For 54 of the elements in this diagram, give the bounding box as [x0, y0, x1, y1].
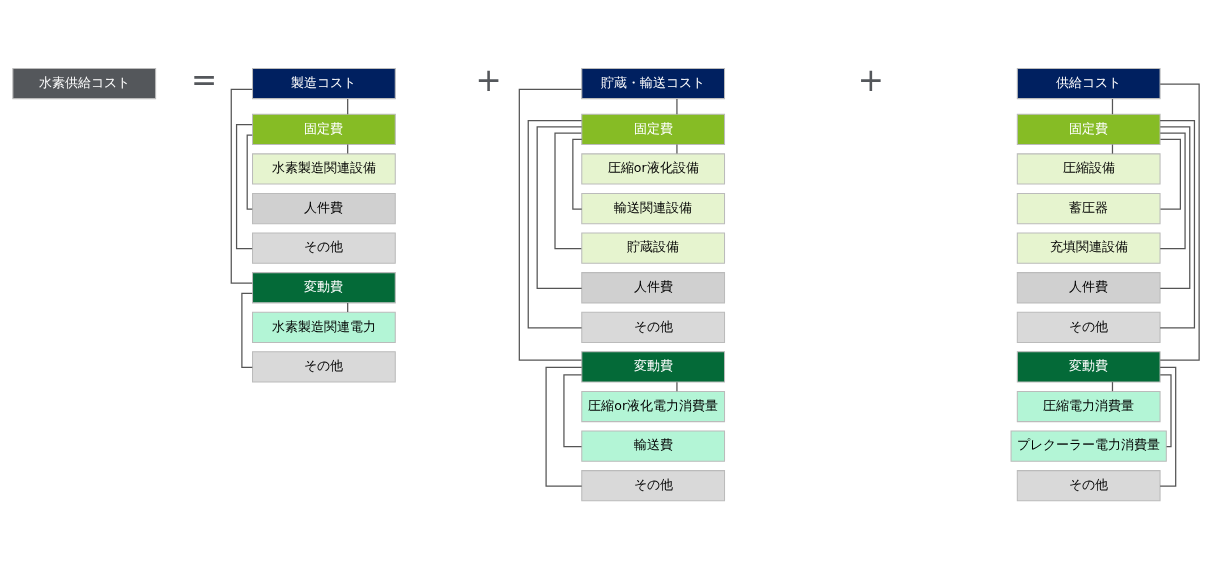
connector: [563, 373, 583, 447]
node-box: 人件費: [581, 271, 726, 303]
connector: [241, 292, 253, 368]
node-box: その他: [581, 469, 726, 501]
node-box: 変動費: [252, 271, 396, 303]
connector: [554, 131, 582, 249]
node-box: 人件費: [252, 192, 396, 224]
connector: [676, 381, 678, 392]
connector: [1159, 125, 1191, 289]
node-box: 圧縮電力消費量: [1016, 390, 1161, 422]
node-box: 圧縮or液化設備: [581, 152, 726, 185]
connector: [1159, 373, 1172, 447]
connector: [545, 366, 583, 487]
node-box: 水素供給コスト: [12, 67, 157, 99]
connector: [572, 138, 583, 210]
node-box: 固定費: [1016, 113, 1161, 145]
connector: [1159, 138, 1181, 210]
node-box: 蓄圧器: [1016, 192, 1161, 224]
connector: [235, 123, 253, 249]
connector: [1159, 119, 1196, 328]
node-box: 充填関連設備: [1016, 232, 1161, 264]
connector: [230, 88, 253, 284]
node-box: 水素製造関連設備: [252, 152, 396, 185]
label: +: [475, 61, 502, 98]
node-box: 固定費: [581, 113, 726, 145]
node-box: その他: [252, 350, 396, 383]
node-box: 固定費: [252, 113, 396, 145]
connector: [676, 97, 678, 115]
connector: [1159, 131, 1186, 249]
node-box: 貯蔵・輸送コスト: [581, 67, 726, 99]
node-box: 輸送費: [581, 430, 726, 462]
node-box: 輸送関連設備: [581, 192, 726, 224]
node-box: 貯蔵設備: [581, 232, 726, 264]
node-box: 水素製造関連電力: [252, 311, 396, 343]
connector: [527, 119, 583, 328]
node-box: 圧縮設備: [1016, 152, 1161, 185]
node-box: 圧縮or液化電力消費量: [581, 390, 726, 422]
node-box: その他: [252, 232, 396, 264]
node-box: プレクーラー電力消費量: [1010, 430, 1167, 462]
connector: [518, 88, 583, 361]
label: +: [857, 61, 885, 98]
connector: [676, 143, 678, 154]
node-box: 人件費: [1016, 271, 1161, 303]
node-box: 供給コスト: [1016, 67, 1161, 99]
node-box: 変動費: [1016, 350, 1161, 383]
node-box: 製造コスト: [252, 67, 396, 99]
node-box: その他: [581, 311, 726, 343]
node-box: その他: [1016, 469, 1161, 501]
connector: [246, 133, 253, 210]
node-box: その他: [1016, 311, 1161, 343]
connector: [1159, 82, 1200, 361]
connector: [536, 125, 583, 289]
label: =: [190, 61, 218, 98]
node-box: 変動費: [581, 350, 726, 383]
